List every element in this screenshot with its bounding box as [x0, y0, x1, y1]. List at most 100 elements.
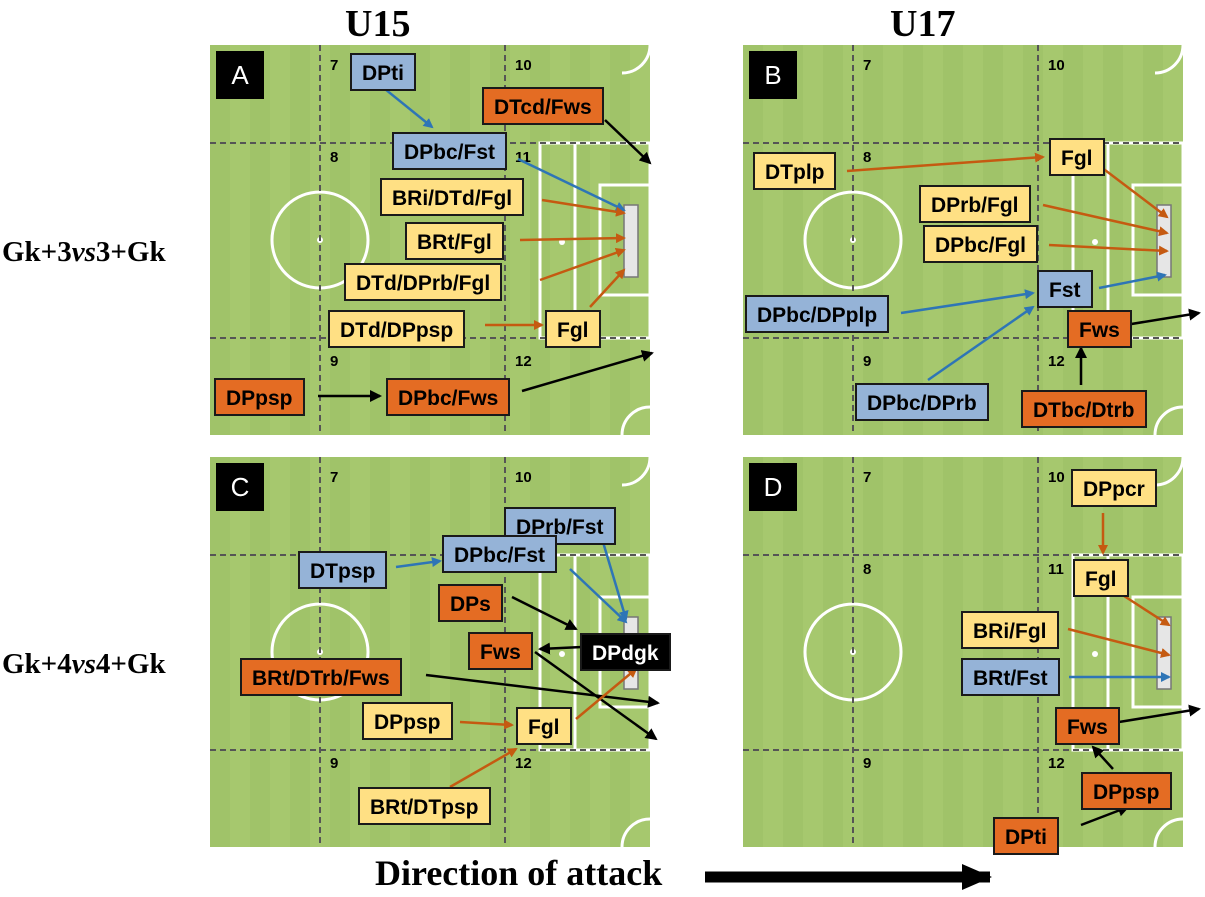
zone-number: 9	[330, 755, 339, 772]
zone-number: 11	[515, 149, 531, 166]
action-box: Fgl	[1073, 559, 1129, 597]
panel-b: B 7 10 8 9 12 DTplp Fgl DPrb/Fgl DPbc/Fg…	[743, 45, 1201, 435]
arrow	[1048, 243, 1169, 256]
action-box: DPti	[993, 817, 1059, 855]
zone-number: 9	[863, 353, 872, 370]
action-box: Fst	[1037, 270, 1093, 308]
arrow	[1080, 804, 1130, 827]
arrow	[604, 119, 652, 165]
action-box: DPrb/Fgl	[919, 185, 1031, 223]
panel-a: A 7 10 8 11 9 12 DPti DTcd/Fws DPbc/Fst …	[210, 45, 654, 435]
action-box: DPpsp	[214, 378, 305, 416]
arrow	[598, 531, 629, 621]
arrow	[538, 642, 583, 655]
action-box: DPbc/Fst	[392, 132, 508, 170]
panel-letter: D	[749, 463, 797, 511]
action-box: Fws	[468, 632, 533, 670]
action-box: DPbc/Fst	[442, 535, 558, 573]
arrow	[449, 747, 518, 789]
zone-number: 12	[515, 755, 532, 772]
action-box: Fws	[1067, 310, 1132, 348]
arrow	[1120, 592, 1171, 627]
arrow	[1091, 745, 1114, 770]
action-box: DTpsp	[298, 551, 388, 589]
arrow	[1067, 627, 1171, 658]
arrow	[1118, 704, 1201, 724]
arrow	[425, 673, 660, 708]
panel-letter: B	[749, 51, 797, 99]
action-box: DPpcr	[1071, 469, 1157, 507]
action-box: DTcd/Fws	[482, 87, 604, 125]
arrow	[517, 157, 626, 212]
panel-letter: C	[216, 463, 264, 511]
arrow	[511, 595, 578, 631]
action-box: DPpsp	[1081, 772, 1172, 810]
panel-letter: A	[216, 51, 264, 99]
panel-c: C 7 10 9 12 DPrb/Fst DTpsp DPbc/Fst DPs …	[210, 457, 671, 847]
arrow	[395, 557, 442, 569]
action-box: DTd/DPrb/Fgl	[344, 263, 503, 301]
row-label-3vs3: Gk+3vs3+Gk	[2, 236, 166, 268]
action-box: Fgl	[516, 707, 572, 745]
zone-number: 10	[1048, 57, 1065, 74]
action-box: DPpsp	[362, 702, 453, 740]
zone-number: 12	[1048, 755, 1065, 772]
action-box: DPbc/DPplp	[745, 295, 890, 333]
arrows-c	[395, 531, 660, 789]
action-box: Fws	[1055, 707, 1120, 745]
arrows-d	[1067, 513, 1201, 827]
zone-number: 10	[515, 469, 532, 486]
action-box: BRt/DTpsp	[358, 787, 491, 825]
arrow	[846, 152, 1045, 173]
row-label-4vs4: Gk+4vs4+Gk	[2, 648, 166, 680]
action-box: DPbc/Fgl	[923, 225, 1039, 263]
zone-number: 7	[863, 469, 872, 486]
arrow	[539, 247, 626, 282]
arrow	[927, 305, 1035, 382]
arrow	[1098, 271, 1167, 290]
arrow	[521, 350, 654, 393]
zone-number: 8	[863, 561, 872, 578]
action-box: BRt/Fst	[961, 658, 1060, 696]
action-box: DTbc/Dtrb	[1021, 390, 1147, 428]
direction-arrow-icon	[705, 864, 992, 890]
arrows-b	[846, 152, 1201, 385]
arrow	[519, 233, 626, 244]
zone-number: 9	[330, 353, 339, 370]
zone-number: 7	[863, 57, 872, 74]
zone-number: 10	[515, 57, 532, 74]
zone-number: 8	[330, 149, 339, 166]
action-box: Fgl	[545, 310, 601, 348]
action-box: DTplp	[753, 152, 837, 190]
zone-number: 7	[330, 57, 339, 74]
action-box: BRt/DTrb/Fws	[240, 658, 402, 696]
zone-number: 8	[863, 149, 872, 166]
zone-number: 12	[515, 353, 532, 370]
arrows-a	[318, 84, 654, 402]
arrow	[459, 719, 514, 730]
action-box: DPdgk	[580, 633, 671, 671]
action-box: BRt/Fgl	[405, 222, 504, 260]
u17-title: U17	[890, 3, 956, 45]
direction-of-attack-label: Direction of attack	[375, 853, 663, 893]
u15-title: U15	[345, 3, 411, 45]
action-box: DPti	[350, 53, 416, 91]
zone-number: 11	[1048, 561, 1064, 578]
arrow	[589, 268, 626, 308]
arrow	[1100, 166, 1169, 219]
action-box: Fgl	[1049, 138, 1105, 176]
action-box: DPs	[438, 584, 503, 622]
action-box: BRi/Fgl	[961, 611, 1059, 649]
zone-number: 9	[863, 755, 872, 772]
action-box: DPbc/Fws	[386, 378, 511, 416]
arrow	[1042, 203, 1169, 237]
zone-number: 12	[1048, 353, 1065, 370]
zone-number: 10	[1048, 469, 1065, 486]
arrow	[575, 667, 638, 720]
panel-d: D 7 10 8 11 9 12 DPpcr Fgl BRi/Fgl BRt/F…	[743, 457, 1201, 855]
action-box: BRi/DTd/Fgl	[380, 178, 525, 216]
arrow	[379, 84, 434, 129]
action-box: DTd/DPpsp	[328, 310, 466, 348]
zone-number: 7	[330, 469, 339, 486]
action-box: DPbc/DPrb	[855, 383, 989, 421]
